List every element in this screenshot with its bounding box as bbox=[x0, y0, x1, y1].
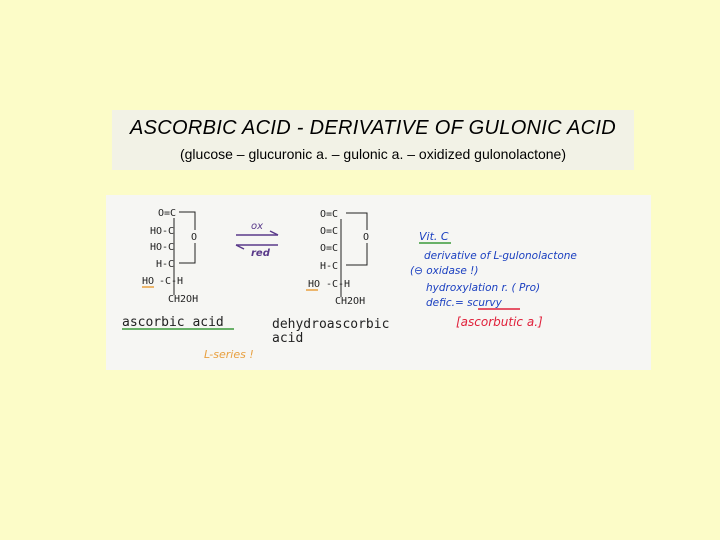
atom: HO-C bbox=[150, 226, 174, 237]
atom: HO bbox=[308, 279, 320, 290]
ascorbic-acid-structure: O=C HO-C HO-C H-C HO -C-H CH2OH O ascorb… bbox=[122, 208, 234, 330]
atom: O=C bbox=[320, 209, 338, 220]
scanned-figure: O=C HO-C HO-C H-C HO -C-H CH2OH O ascorb… bbox=[106, 195, 651, 370]
slide-subtitle: (glucose – glucuronic a. – gulonic a. – … bbox=[179, 146, 567, 162]
red-label: red bbox=[251, 248, 271, 259]
atom: CH2OH bbox=[335, 296, 365, 307]
note-line-5: [ascorbutic a.] bbox=[456, 315, 543, 329]
dehydroascorbic-label-1: dehydroascorbic bbox=[272, 317, 389, 332]
dehydroascorbic-acid-structure: O=C O=C O=C H-C HO -C-H CH2OH O dehydroa… bbox=[272, 209, 389, 346]
atom: O bbox=[363, 232, 369, 243]
l-series-note: L-series ! bbox=[204, 348, 254, 361]
ox-label: ox bbox=[251, 221, 263, 232]
bond bbox=[179, 243, 196, 264]
ascorbic-acid-label: ascorbic acid bbox=[122, 315, 224, 330]
atom: O=C bbox=[158, 208, 176, 219]
bond bbox=[179, 211, 196, 230]
atom: H-C bbox=[320, 261, 338, 272]
atom: O=C bbox=[320, 243, 338, 254]
note-line-3: hydroxylation r. ( Pro) bbox=[426, 282, 540, 294]
redox-arrows: ox red bbox=[235, 221, 279, 259]
atom: O bbox=[191, 232, 197, 243]
atom: HO bbox=[142, 276, 154, 287]
slide-title: ASCORBIC ACID - DERIVATIVE OF GULONIC AC… bbox=[129, 117, 616, 139]
note-line-1: derivative of L-gulonolactone bbox=[424, 250, 577, 262]
scurvy-term: scurvy bbox=[467, 297, 502, 309]
atom: O=C bbox=[320, 226, 338, 237]
atom: CH2OH bbox=[168, 294, 198, 305]
atom: -C-H bbox=[326, 279, 350, 290]
structure-diagram: O=C HO-C HO-C H-C HO -C-H CH2OH O ascorb… bbox=[122, 208, 577, 361]
note-line-2: (⊖ oxidase !) bbox=[410, 265, 478, 277]
note-line-4: defic.= scurvy bbox=[426, 297, 503, 309]
vit-c-heading: Vit. C bbox=[419, 230, 449, 243]
dehydroascorbic-label-2: acid bbox=[272, 331, 303, 346]
atom: -C-H bbox=[159, 276, 183, 287]
atom: H-C bbox=[156, 259, 174, 270]
title-box: ASCORBIC ACID - DERIVATIVE OF GULONIC AC… bbox=[112, 110, 634, 170]
handwritten-notes: Vit. C derivative of L-gulonolactone (⊖ … bbox=[410, 230, 577, 329]
atom: HO-C bbox=[150, 242, 174, 253]
